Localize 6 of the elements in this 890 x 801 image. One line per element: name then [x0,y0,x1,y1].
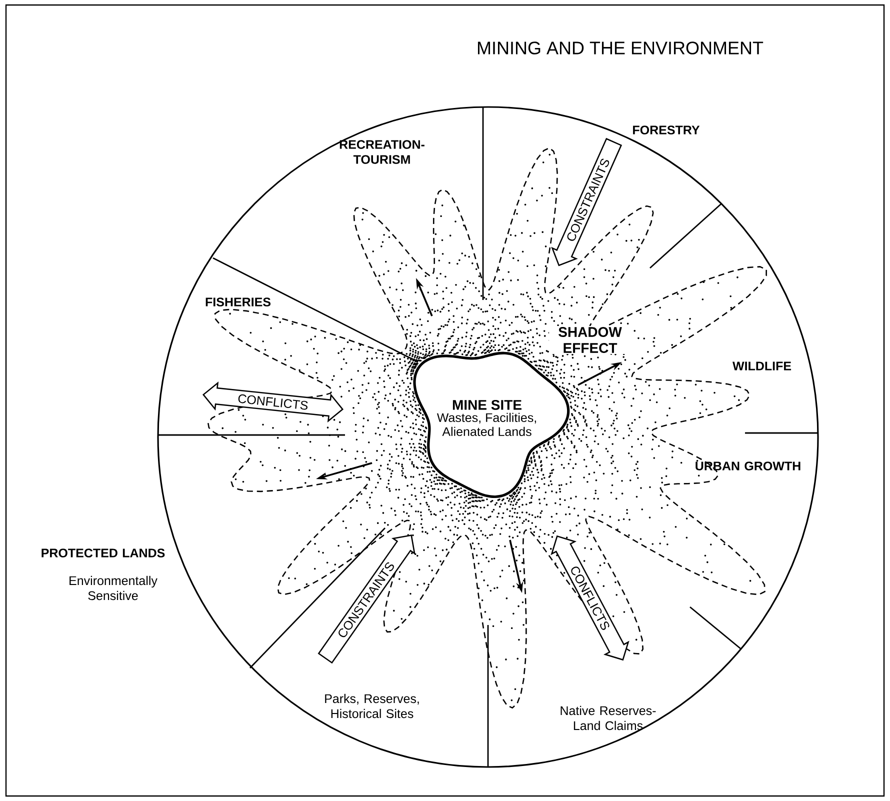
sector-label: FISHERIES [206,298,270,306]
sector-label: PROTECTED LANDS [42,548,165,558]
sector-label: Environmentally Sensitive [70,576,158,600]
mine-site-area: MINE SITE Wastes, Facilities, Alienated Lands [413,352,570,498]
sector-label: FORESTRY [633,126,700,134]
title: MINING AND THE ENVIRONMENT [478,42,764,54]
